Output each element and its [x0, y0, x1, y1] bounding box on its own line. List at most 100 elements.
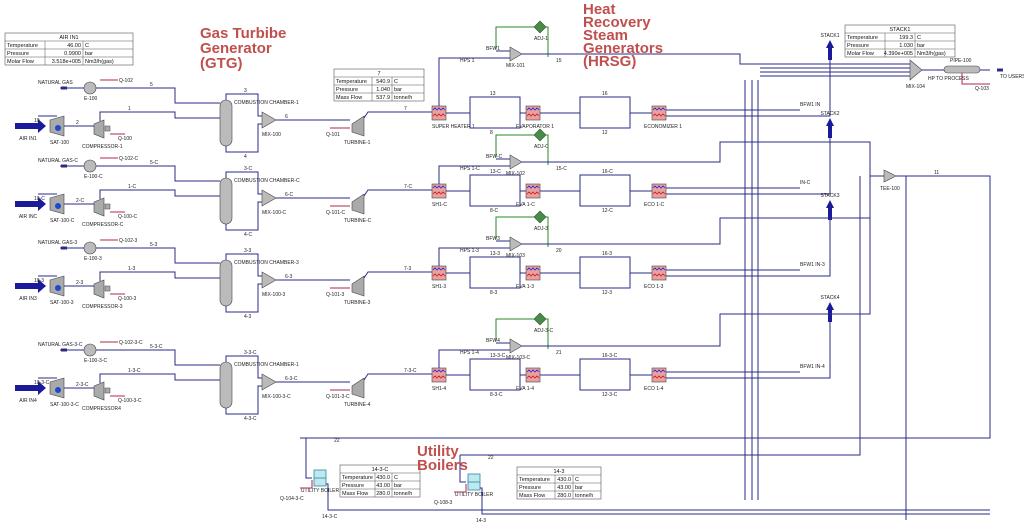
adjust-icon[interactable] [533, 128, 547, 142]
turbine-label[interactable]: TURBINE-C [344, 218, 372, 224]
stream-label[interactable]: 1-3-C [128, 368, 141, 374]
evaporator-label[interactable]: EVA 1-3 [516, 284, 534, 290]
economizer-icon[interactable] [651, 105, 667, 121]
stream-label[interactable]: 13-3 [490, 251, 500, 257]
combustion-chamber-icon[interactable] [219, 361, 233, 409]
air-inlet-label[interactable]: AIR IN1 [19, 136, 37, 142]
natural-gas-label[interactable]: NATURAL GAS-C [38, 158, 78, 164]
energy-label[interactable]: Q-100-3-C [118, 398, 142, 404]
heater-icon[interactable] [83, 159, 97, 173]
evaporator-label[interactable]: EVA 1-4 [516, 386, 534, 392]
superheater-label[interactable]: SH1-3 [432, 284, 446, 290]
mixer-icon[interactable] [509, 154, 523, 170]
turbine-icon[interactable] [351, 377, 365, 399]
stack-arrow-icon[interactable] [826, 40, 834, 48]
superheater-icon[interactable] [431, 265, 447, 281]
stream-label[interactable]: 6-3 [285, 274, 292, 280]
stream-label[interactable]: 11 [934, 170, 939, 176]
stack-label[interactable]: STACK2 [820, 111, 839, 117]
natural-gas-label[interactable]: NATURAL GAS-3 [38, 240, 77, 246]
mixer-icon[interactable] [261, 373, 277, 391]
mixer-label[interactable]: MIX-100-C [262, 210, 287, 216]
adjust-label[interactable]: ADJ-3 [534, 226, 548, 232]
adjust-label[interactable]: ADJ-1 [534, 36, 548, 42]
combustion-chamber-icon[interactable] [219, 259, 233, 307]
turbine-icon[interactable] [351, 193, 365, 215]
stream-label[interactable]: 12 [602, 130, 608, 136]
bfw-inlet-label[interactable]: BFW1 IN-4 [800, 364, 825, 370]
stream-label[interactable]: 14-3 [476, 518, 486, 524]
economizer-label[interactable]: ECO 1-4 [644, 386, 664, 392]
stream-label[interactable]: 16-3-C [602, 353, 618, 359]
heater-label[interactable]: E-100-3-C [84, 358, 107, 364]
stream-label[interactable]: 7-3-C [404, 368, 417, 374]
stream-label[interactable]: 10 [34, 118, 40, 124]
stack-label[interactable]: STACK1 [820, 33, 839, 39]
energy-label[interactable]: Q-101-3-C [326, 394, 350, 400]
stream-label[interactable]: 16 [602, 91, 608, 97]
air-inlet-label[interactable]: AIR IN4 [19, 398, 37, 404]
mixer-icon[interactable] [509, 236, 523, 252]
heater-label[interactable]: E-100-C [84, 174, 103, 180]
combustion-chamber-label[interactable]: COMBUSTION CHAMBER-1 [234, 100, 299, 106]
stream-label[interactable]: 5-3 [150, 242, 157, 248]
stream-label[interactable]: 10-3-C [34, 380, 50, 386]
stream-label[interactable]: 6-3-C [285, 376, 298, 382]
combustion-chamber-label[interactable]: COMBUSTION CHAMBER-3 [234, 260, 299, 266]
tee-icon[interactable] [883, 169, 897, 183]
evaporator-icon[interactable] [525, 367, 541, 383]
stream-label[interactable]: 8 [490, 130, 493, 136]
compressor-label[interactable]: COMPRESSOR-1 [82, 144, 123, 150]
adjust-icon[interactable] [533, 210, 547, 224]
economizer-label[interactable]: ECONOMIZER 1 [644, 124, 682, 130]
turbine-label[interactable]: TURBINE-3 [344, 300, 371, 306]
combustion-chamber-icon[interactable] [219, 177, 233, 225]
air-inlet-arrow-icon[interactable] [15, 381, 46, 395]
air-inlet-arrow-icon[interactable] [15, 197, 46, 211]
economizer-label[interactable]: ECO 1-C [644, 202, 665, 208]
superheater-icon[interactable] [431, 105, 447, 121]
mixer-icon[interactable] [261, 189, 277, 207]
hps-label[interactable]: HPS 1-3 [460, 248, 479, 254]
energy-label[interactable]: Q-100-C [118, 214, 138, 220]
stream-label[interactable]: 12-3-C [602, 392, 618, 398]
compressor-icon[interactable] [93, 119, 105, 139]
energy-label[interactable]: Q-102-3-C [119, 340, 143, 346]
hps-label[interactable]: HPS 1-4 [460, 350, 479, 356]
mixer-label[interactable]: MIX-104 [906, 84, 925, 90]
stream-label[interactable]: 7-3 [404, 266, 411, 272]
natural-gas-label[interactable]: NATURAL GAS-3-C [38, 342, 83, 348]
stream-label[interactable]: 1 [128, 106, 131, 112]
stream-label[interactable]: 13-C [490, 169, 501, 175]
mixer-icon[interactable] [261, 271, 277, 289]
compressor-icon[interactable] [93, 279, 105, 299]
stream-label[interactable]: 8-3-C [490, 392, 503, 398]
mixer-label[interactable]: MIX-101 [506, 63, 525, 69]
tee-label[interactable]: TEE-100 [880, 186, 900, 192]
bfw-label[interactable]: BFW4 [486, 338, 500, 344]
bfw-inlet-label[interactable]: BFW1 IN [800, 102, 821, 108]
adjust-icon[interactable] [533, 312, 547, 326]
superheater-icon[interactable] [431, 183, 447, 199]
compressor-icon[interactable] [93, 197, 105, 217]
stream-label[interactable]: 6-C [285, 192, 293, 198]
stream-label[interactable]: 3-C [244, 166, 252, 172]
combustion-chamber-icon[interactable] [219, 99, 233, 147]
superheater-label[interactable]: SH1-C [432, 202, 447, 208]
stream-label[interactable]: 7-C [404, 184, 412, 190]
hps-label[interactable]: HPS 1 [460, 58, 475, 64]
hps-label[interactable]: HPS 1-C [460, 166, 480, 172]
stack-arrow-icon[interactable] [826, 118, 834, 126]
utility-boiler-label[interactable]: UTILITY BOILER [301, 488, 340, 494]
stream-label[interactable]: 3-3 [244, 248, 251, 254]
stream-label[interactable]: 15-C [556, 166, 567, 172]
stream-label[interactable]: 21 [556, 350, 562, 356]
air-inlet-arrow-icon[interactable] [15, 119, 46, 133]
heater-icon[interactable] [83, 81, 97, 95]
mixer-mix-104-icon[interactable] [909, 59, 923, 81]
compressor-icon[interactable] [93, 381, 105, 401]
stream-label[interactable]: 3-3-C [244, 350, 257, 356]
saturator-label[interactable]: SAT-100-3 [50, 300, 74, 306]
superheater-label[interactable]: SUPER HEATER 1 [432, 124, 475, 130]
air-inlet-arrow-icon[interactable] [15, 279, 46, 293]
